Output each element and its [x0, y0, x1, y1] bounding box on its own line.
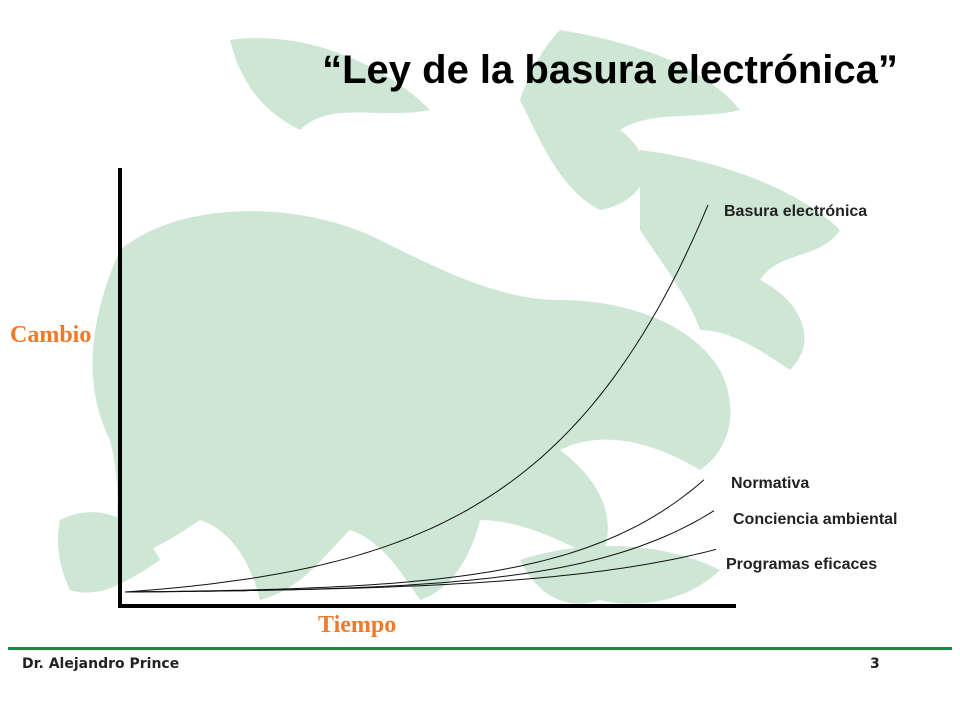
curve-label: Normativa	[731, 475, 809, 492]
curve-label: Programas eficaces	[726, 556, 877, 573]
curve-line	[124, 510, 715, 593]
footer-author: Dr. Alejandro Prince	[22, 656, 180, 672]
slide-title: “Ley de la basura electrónica”	[322, 48, 898, 92]
curve-line	[124, 204, 709, 593]
curve-line	[124, 548, 717, 593]
curve-label: Basura electrónica	[724, 203, 867, 220]
y-axis-label: Cambio	[10, 322, 92, 348]
page-number: 3	[870, 656, 880, 672]
x-axis-label: Tiempo	[318, 612, 397, 638]
curve-label: Conciencia ambiental	[733, 511, 898, 528]
footer-rule	[8, 647, 952, 650]
